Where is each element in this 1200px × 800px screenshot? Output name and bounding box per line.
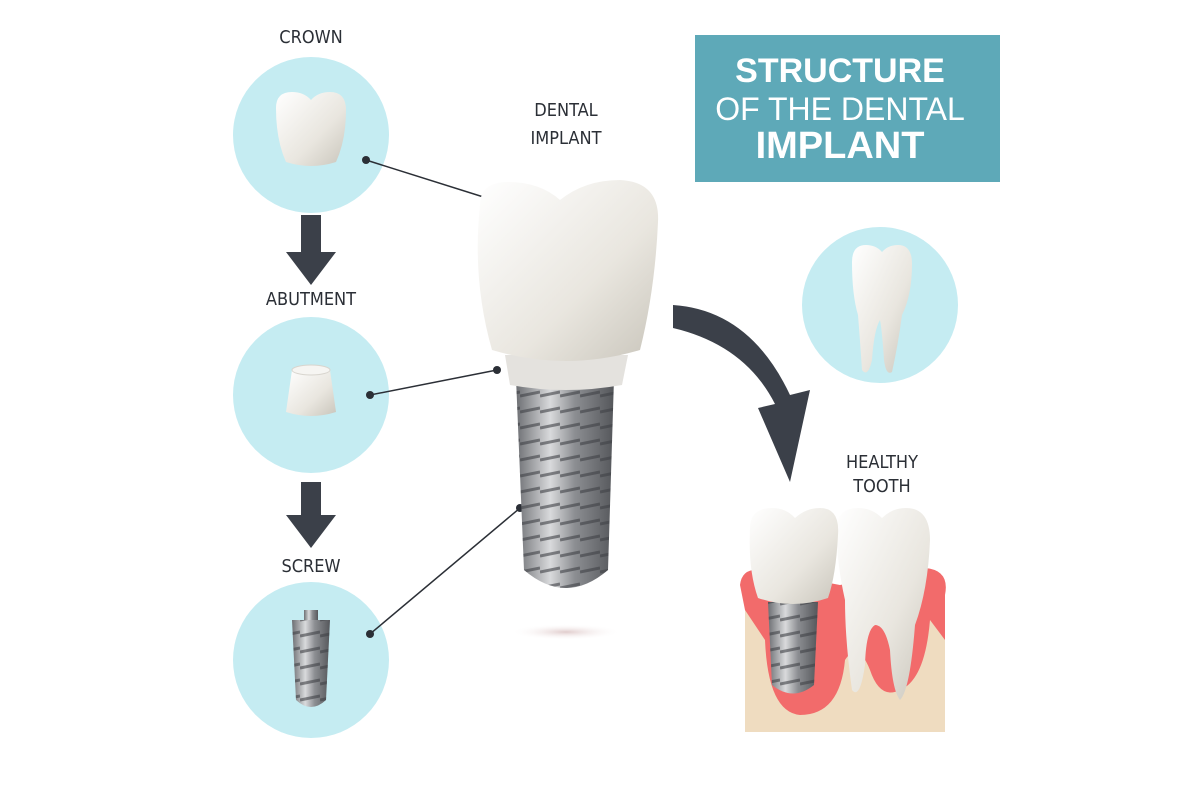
dental-implant-illustration: [477, 180, 659, 640]
arrow-down-icon: [286, 215, 336, 285]
title-box: STRUCTURE OF THE DENTAL IMPLANT: [695, 35, 1000, 182]
healthy-tooth-illustration: [740, 508, 946, 732]
abutment-icon: [286, 364, 336, 416]
leader-lines: [362, 156, 524, 638]
crown-label: CROWN: [279, 27, 342, 48]
abutment-label: ABUTMENT: [266, 289, 356, 310]
tooth-icon: [852, 245, 912, 373]
arrow-down-icon: [286, 482, 336, 548]
healthy-tooth-label-2: TOOTH: [852, 476, 910, 497]
dental-implant-label-1: DENTAL: [534, 100, 597, 121]
title-line-2: OF THE DENTAL: [715, 91, 965, 127]
screw-icon: [292, 610, 330, 707]
title-line-3: IMPLANT: [756, 125, 925, 167]
healthy-tooth-label-1: HEALTHY: [846, 452, 918, 473]
curved-arrow-icon: [673, 305, 810, 482]
screw-label: SCREW: [281, 556, 340, 577]
dental-implant-label-2: IMPLANT: [530, 128, 601, 149]
crown-icon: [276, 92, 346, 166]
title-line-1: STRUCTURE: [735, 52, 945, 90]
